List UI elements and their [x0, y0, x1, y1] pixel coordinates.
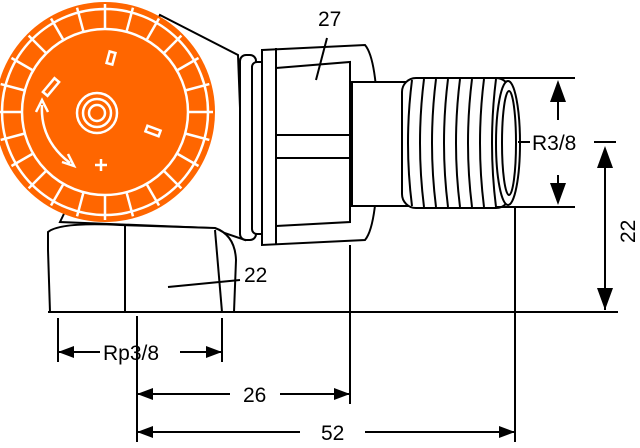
plus-icon — [95, 159, 107, 171]
knob-rib — [0, 82, 25, 92]
outlet-thread — [401, 77, 521, 209]
knob-rib — [163, 170, 183, 190]
knob-rib — [177, 56, 200, 72]
knob-rib — [49, 17, 65, 40]
knob-rib — [177, 152, 200, 168]
inlet-thread-label: Rp3/8 — [103, 342, 159, 365]
knob-rib — [75, 192, 85, 217]
knob-rib — [125, 7, 135, 32]
knob-rib — [27, 170, 47, 190]
knob-rib — [0, 132, 25, 142]
knob-rib — [185, 82, 210, 92]
rotate-arrow-icon — [34, 97, 77, 169]
knob-rib — [10, 152, 33, 168]
mark-tick — [105, 49, 117, 67]
pipe — [351, 81, 409, 207]
knob-rib — [125, 192, 135, 217]
knob-rib — [27, 34, 47, 54]
inlet-offset-label: 26 — [243, 384, 266, 407]
knob-rib — [163, 34, 183, 54]
knob-rib — [49, 184, 65, 207]
knob — [0, 2, 215, 222]
knob-rib — [145, 17, 161, 40]
nut-size-label: 27 — [318, 8, 341, 31]
knob-rib — [10, 56, 33, 72]
dimensions — [48, 37, 618, 442]
overall-length-label: 52 — [321, 422, 344, 445]
inlet-hex-label: 22 — [244, 264, 267, 287]
outlet-thread-label: R3/8 — [532, 132, 576, 155]
knob-rib — [75, 7, 85, 32]
knob-shape — [0, 2, 215, 222]
outlet-height-label: 22 — [617, 220, 640, 243]
knob-rib — [145, 184, 161, 207]
inlet-fitting — [47, 223, 238, 313]
knob-rib — [185, 132, 210, 142]
minus-icon — [41, 76, 61, 98]
